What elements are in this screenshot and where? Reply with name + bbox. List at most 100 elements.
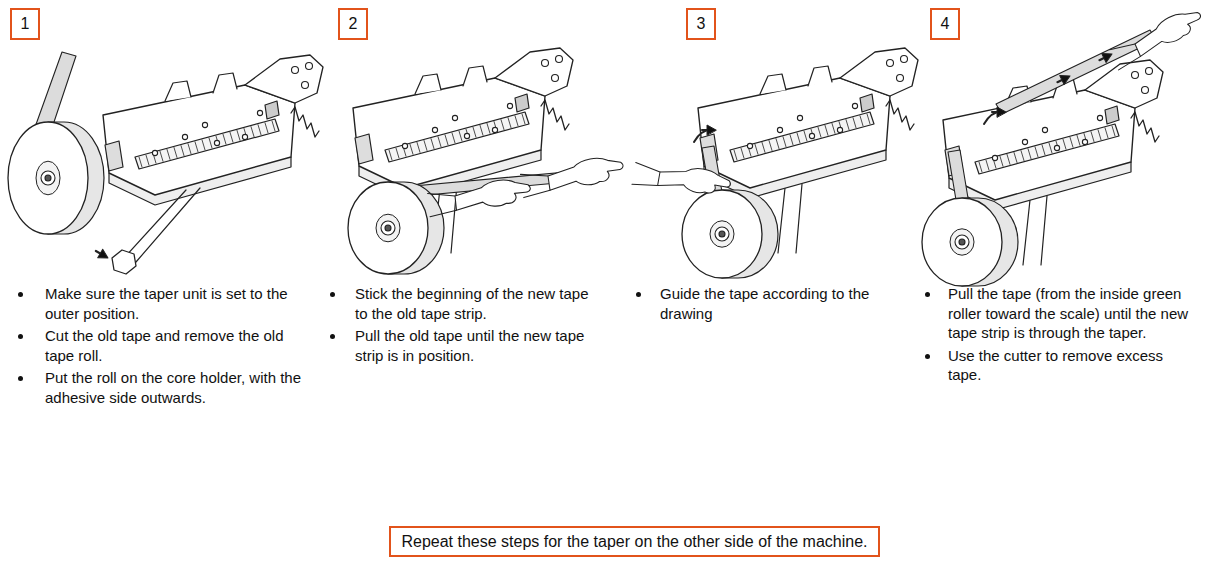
- sleeve: [521, 171, 551, 198]
- hatch: [438, 137, 441, 147]
- hatch: [389, 150, 392, 160]
- core-holder: [955, 235, 969, 249]
- hatch: [986, 160, 989, 170]
- bracket-hole: [887, 60, 894, 67]
- hatch: [417, 142, 420, 152]
- hatch: [1021, 151, 1024, 161]
- hatch: [480, 125, 483, 135]
- hatch: [202, 140, 205, 150]
- plate-hole: [797, 115, 802, 120]
- step-number: 3: [697, 14, 706, 33]
- hatch: [522, 114, 525, 124]
- arrow: [1097, 50, 1114, 65]
- hatch: [818, 127, 821, 137]
- tape-roll: [922, 198, 1018, 286]
- hatch: [797, 133, 800, 143]
- taper-plate: [698, 78, 890, 188]
- plate-hole: [1082, 139, 1087, 144]
- tape-strip: [948, 150, 968, 200]
- tape-strip: [996, 30, 1156, 114]
- roll-core: [36, 161, 60, 195]
- roll-face: [682, 190, 762, 278]
- hatch: [160, 151, 163, 161]
- bullet-list: Make sure the taper unit is set to the o…: [45, 284, 307, 410]
- hatch: [487, 123, 490, 133]
- hatch: [251, 127, 254, 137]
- arrow-head: [98, 249, 111, 262]
- hatch: [410, 144, 413, 154]
- plate-hole: [464, 133, 469, 138]
- roll-core: [376, 214, 400, 242]
- hatch: [431, 139, 434, 149]
- core-holder-hex: [112, 250, 136, 274]
- hatch: [1112, 126, 1115, 136]
- instruction-text: Put the roll on the core holder, with th…: [45, 368, 307, 407]
- side-roller: [105, 141, 123, 171]
- cutter: [860, 94, 874, 112]
- plate-hole: [747, 143, 752, 148]
- clip: [213, 73, 237, 93]
- core-holder-bolt: [959, 239, 965, 245]
- hatch: [776, 139, 779, 149]
- hatch: [1007, 154, 1010, 164]
- step-number-box: 4: [930, 8, 960, 40]
- hatch: [979, 162, 982, 172]
- core-holder: [381, 221, 395, 235]
- arrow: [1055, 72, 1072, 87]
- hatch: [860, 116, 863, 126]
- bullet-dot: [925, 354, 930, 359]
- side-roller: [355, 134, 373, 164]
- roll-face: [348, 182, 428, 274]
- hatch: [167, 149, 170, 159]
- tape-band: [135, 119, 279, 169]
- roll-core: [710, 221, 734, 247]
- bullet-dot: [18, 334, 23, 339]
- taper-unit: [103, 55, 323, 205]
- hatch: [1091, 132, 1094, 142]
- hatch: [515, 116, 518, 126]
- bullet-dot: [330, 334, 335, 339]
- step-number-box: 1: [10, 8, 40, 40]
- hatch: [741, 148, 744, 158]
- hatch: [1035, 147, 1038, 157]
- hatch: [230, 132, 233, 142]
- plate-hole: [257, 110, 262, 115]
- core-arm: [124, 188, 200, 262]
- step-number-box: 2: [338, 8, 368, 40]
- bracket-hole: [306, 63, 313, 70]
- instruction-text: Guide the tape according to the drawing: [660, 284, 904, 323]
- plate-hole: [992, 155, 997, 160]
- taper-plate: [353, 78, 545, 188]
- note-text: Repeat these steps for the taper on the …: [401, 532, 867, 551]
- bullet-list: Pull the tape (from the inside green rol…: [948, 284, 1193, 388]
- hatch: [1077, 135, 1080, 145]
- hatch: [1049, 143, 1052, 153]
- hatch: [832, 123, 835, 133]
- cutter: [1105, 106, 1119, 124]
- bullet-list: Stick the beginning of the new tape to t…: [355, 284, 593, 368]
- plate-hole: [202, 122, 207, 127]
- hand-outline: [658, 162, 733, 198]
- plate-hole: [182, 134, 187, 139]
- plate-hole: [777, 127, 782, 132]
- bracket-hole: [556, 56, 563, 63]
- taper-leg: [1023, 196, 1047, 265]
- hatch: [853, 118, 856, 128]
- instruction-text: Pull the tape (from the inside green rol…: [948, 284, 1193, 343]
- step-number: 4: [941, 14, 950, 33]
- hatch: [272, 121, 275, 131]
- sleeve: [428, 191, 457, 217]
- arrow: [702, 125, 716, 135]
- plate-hole: [452, 115, 457, 120]
- tape-band: [975, 124, 1119, 174]
- plate-hole: [1042, 127, 1047, 132]
- hatch: [508, 118, 511, 128]
- core-holder: [41, 171, 55, 185]
- taper-plate: [103, 85, 295, 195]
- hatch: [258, 125, 261, 135]
- clip: [415, 74, 441, 94]
- hatch: [445, 135, 448, 145]
- hatch: [146, 155, 149, 165]
